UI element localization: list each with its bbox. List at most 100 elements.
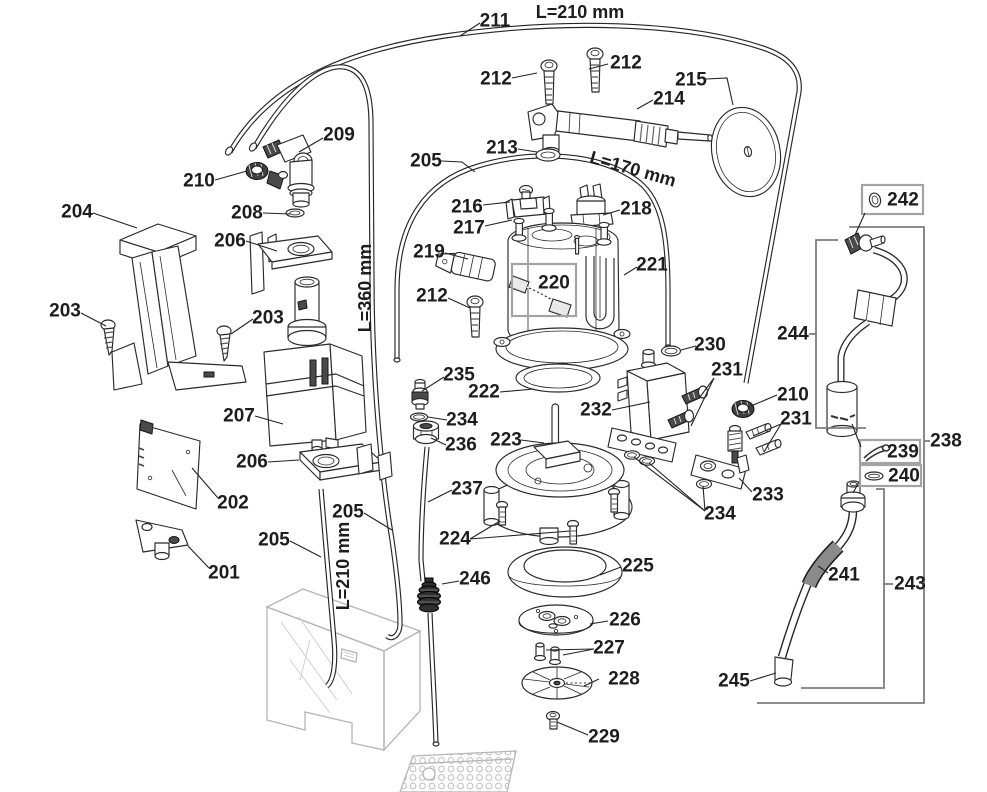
bracket-243 <box>801 488 893 689</box>
callout-207: 207 <box>223 406 255 427</box>
dim-left-tube: L=210 mm <box>333 522 353 611</box>
leader-lines <box>80 22 866 736</box>
washer-240-icon <box>864 471 884 481</box>
nut-210-right <box>731 400 755 418</box>
callout-245: 245 <box>718 671 750 692</box>
callout-241: 241 <box>828 565 860 586</box>
bracket-204 <box>111 223 247 391</box>
box-242 <box>860 183 925 216</box>
callout-235: 235 <box>443 365 475 386</box>
fitting-235 <box>411 378 429 410</box>
callout-212-a: 212 <box>480 69 512 90</box>
thermal-fuse-219 <box>435 251 496 282</box>
callout-206-b: 206 <box>236 452 268 473</box>
thermostat-218 <box>570 183 614 241</box>
callout-202: 202 <box>217 493 249 514</box>
callout-218: 218 <box>620 199 652 220</box>
callout-210-a: 210 <box>183 171 215 192</box>
callout-208: 208 <box>231 203 263 224</box>
nut-236 <box>412 420 440 445</box>
bracket-206-top <box>249 231 333 295</box>
callout-229: 229 <box>588 727 620 748</box>
pipe-244 <box>826 232 908 438</box>
callout-206-a: 206 <box>214 231 246 252</box>
box-220 <box>510 262 578 318</box>
oring-234-left <box>409 412 429 422</box>
dim-top-tube: L=210 mm <box>536 2 625 22</box>
washer-208 <box>285 208 305 218</box>
shower-disc-228 <box>521 666 593 700</box>
screw-203-left <box>100 319 116 356</box>
grip-241 <box>801 540 844 589</box>
water-tank <box>265 588 422 752</box>
brew-group-223 <box>483 403 633 546</box>
callout-239: 239 <box>887 442 919 463</box>
callout-246: 246 <box>459 569 491 590</box>
callout-205-c: 205 <box>410 151 442 172</box>
callout-215: 215 <box>675 70 707 91</box>
callout-217: 217 <box>453 218 485 239</box>
callout-236: 236 <box>445 435 477 456</box>
callout-243: 243 <box>894 574 926 595</box>
callout-237: 237 <box>451 479 483 500</box>
callout-204: 204 <box>61 202 93 223</box>
fittings-231-upper <box>667 385 709 429</box>
filter-246 <box>417 577 441 613</box>
screws-224 <box>495 487 621 545</box>
callout-238: 238 <box>930 431 962 452</box>
pins-231-lower <box>745 422 782 456</box>
gasket-222 <box>515 363 601 393</box>
callout-220: 220 <box>538 273 570 294</box>
callout-233: 233 <box>752 485 784 506</box>
elbow-fitting-209 <box>262 134 315 208</box>
bracket-201 <box>135 519 189 561</box>
callout-205-b: 205 <box>332 502 364 523</box>
disc-215 <box>710 106 782 198</box>
bracket-238 <box>757 226 930 704</box>
callout-244: 244 <box>777 324 809 345</box>
pins-227 <box>533 642 562 666</box>
clip-239-icon <box>863 444 891 462</box>
callout-203-a: 203 <box>49 301 81 322</box>
bracket-244 <box>809 239 866 429</box>
callout-203-b: 203 <box>252 308 284 329</box>
callout-240: 240 <box>888 466 920 487</box>
callout-205-a: 205 <box>258 530 290 551</box>
callout-232: 232 <box>580 400 612 421</box>
screw-212-right <box>586 47 604 93</box>
callout-213: 213 <box>486 138 518 159</box>
callout-234-b: 234 <box>704 504 736 525</box>
callout-209: 209 <box>323 125 355 146</box>
callout-212-c: 212 <box>416 286 448 307</box>
callout-226: 226 <box>609 610 641 631</box>
callout-216: 216 <box>451 197 483 218</box>
callout-228: 228 <box>608 669 640 690</box>
callout-219: 219 <box>413 242 445 263</box>
steam-tube-243 <box>773 480 866 687</box>
cable-220 <box>508 275 572 318</box>
steam-valve-214 <box>527 103 713 156</box>
solenoid-232 <box>607 348 690 463</box>
tip-245 <box>773 656 794 687</box>
bracket-206-bottom <box>299 443 393 481</box>
gasket-213 <box>535 148 561 162</box>
screw-212-left <box>540 59 558 105</box>
orings-234-right <box>623 450 713 490</box>
callout-231-b: 231 <box>780 409 812 430</box>
screw-212-boiler <box>466 295 484 338</box>
callout-201: 201 <box>208 563 240 584</box>
box-239 <box>858 438 922 465</box>
tube-211 <box>224 22 802 384</box>
ring-230 <box>660 345 682 357</box>
box-240 <box>858 463 923 488</box>
tube-205-left-210 <box>318 488 338 688</box>
callout-224: 224 <box>439 529 471 550</box>
nut-210-left <box>245 162 269 180</box>
ring-225 <box>507 546 623 598</box>
dim-arc-tube: L=170 mm <box>588 147 679 191</box>
callout-210-b: 210 <box>777 385 809 406</box>
callout-212-b: 212 <box>610 53 642 74</box>
dim-long-tube: L=360 mm <box>355 244 375 333</box>
